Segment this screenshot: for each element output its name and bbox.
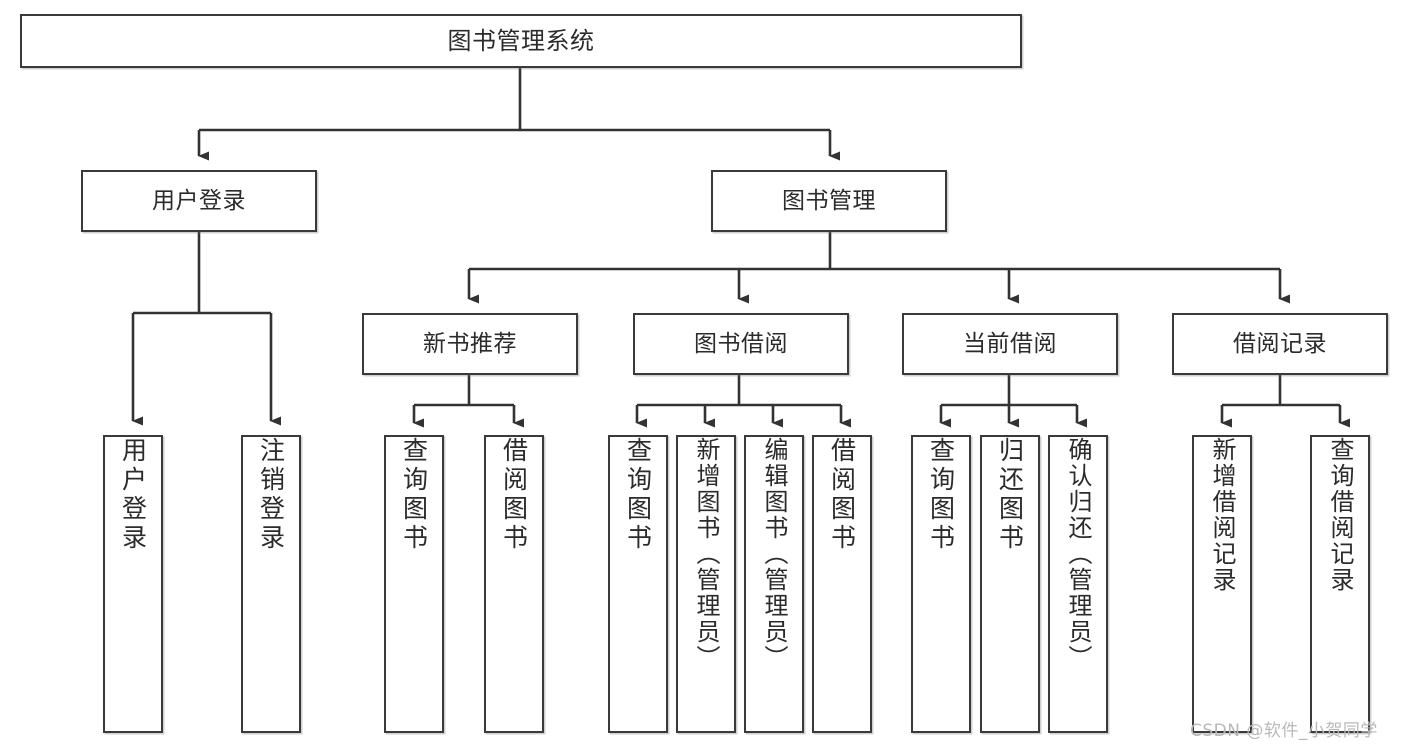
leaf-borrow-edit-book-admin[interactable]: 编辑图书（管理员）	[744, 435, 804, 733]
node-label: 查询图书	[399, 437, 429, 553]
node-label: 确认归还（管理员）	[1064, 437, 1092, 671]
node-label: 查询图书	[926, 437, 956, 553]
leaf-borrow-borrow-book[interactable]: 借阅图书	[812, 435, 872, 733]
node-current-borrow[interactable]: 当前借阅	[902, 313, 1118, 375]
leaf-record-add-borrow-record[interactable]: 新增借阅记录	[1192, 435, 1252, 733]
node-label: 借阅图书	[827, 437, 857, 553]
node-label: 借阅记录	[1233, 330, 1327, 357]
leaf-current-query-book[interactable]: 查询图书	[911, 435, 971, 733]
node-label: 新书推荐	[423, 330, 517, 357]
leaf-user-login-login[interactable]: 用户登录	[103, 435, 163, 733]
node-label: 查询图书	[623, 437, 653, 553]
leaf-borrow-query-book[interactable]: 查询图书	[608, 435, 668, 733]
node-borrow-record[interactable]: 借阅记录	[1172, 313, 1388, 375]
node-label: 查询借阅记录	[1326, 437, 1354, 593]
node-book-management[interactable]: 图书管理	[711, 170, 947, 232]
node-label: 图书管理	[782, 187, 876, 214]
node-label: 编辑图书（管理员）	[760, 437, 788, 671]
leaf-new-book-borrow-book[interactable]: 借阅图书	[484, 435, 544, 733]
leaf-new-book-query-book[interactable]: 查询图书	[384, 435, 444, 733]
node-label: 图书管理系统	[447, 27, 595, 55]
node-book-borrow[interactable]: 图书借阅	[633, 313, 849, 375]
node-new-book-recommend[interactable]: 新书推荐	[362, 313, 578, 375]
node-label: 用户登录	[152, 187, 246, 214]
node-label: 当前借阅	[963, 330, 1057, 357]
leaf-user-login-logout[interactable]: 注销登录	[241, 435, 301, 733]
leaf-record-query-borrow-record[interactable]: 查询借阅记录	[1310, 435, 1370, 733]
leaf-borrow-add-book-admin[interactable]: 新增图书（管理员）	[676, 435, 736, 733]
csdn-watermark: CSDN @软件_小贺同学	[1190, 721, 1378, 741]
leaf-current-return-book[interactable]: 归还图书	[980, 435, 1040, 733]
node-label: 借阅图书	[499, 437, 529, 553]
node-label: 新增图书（管理员）	[692, 437, 720, 671]
node-label: 图书借阅	[694, 330, 788, 357]
node-label: 归还图书	[995, 437, 1025, 553]
node-label: 新增借阅记录	[1208, 437, 1236, 593]
node-root-book-management-system[interactable]: 图书管理系统	[20, 14, 1022, 68]
leaf-current-confirm-return-admin[interactable]: 确认归还（管理员）	[1048, 435, 1108, 733]
node-label: 用户登录	[118, 437, 148, 553]
node-label: 注销登录	[256, 437, 286, 553]
node-user-login[interactable]: 用户登录	[81, 170, 317, 232]
